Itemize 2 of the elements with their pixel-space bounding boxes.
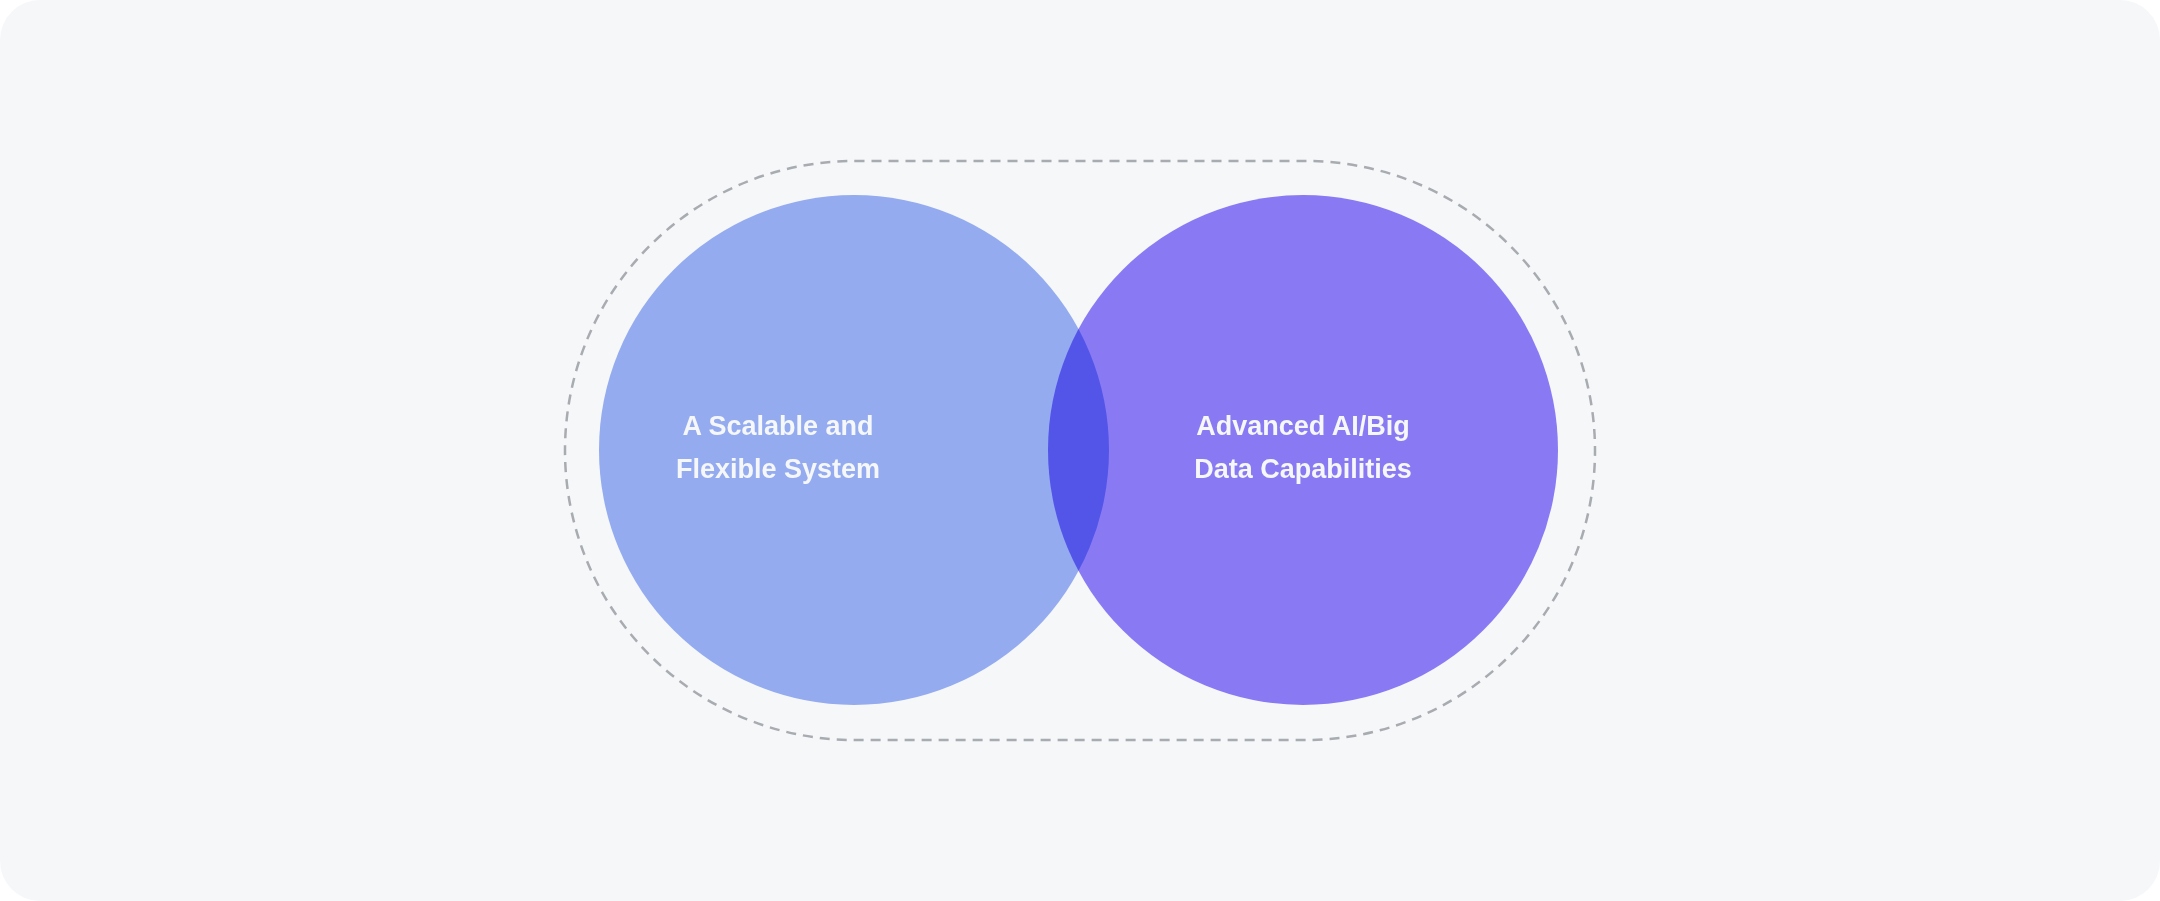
circle-label: A Scalable and Flexible System: [674, 410, 882, 487]
circle-label: Advanced AI/Big Data Capabilities: [1193, 410, 1413, 487]
